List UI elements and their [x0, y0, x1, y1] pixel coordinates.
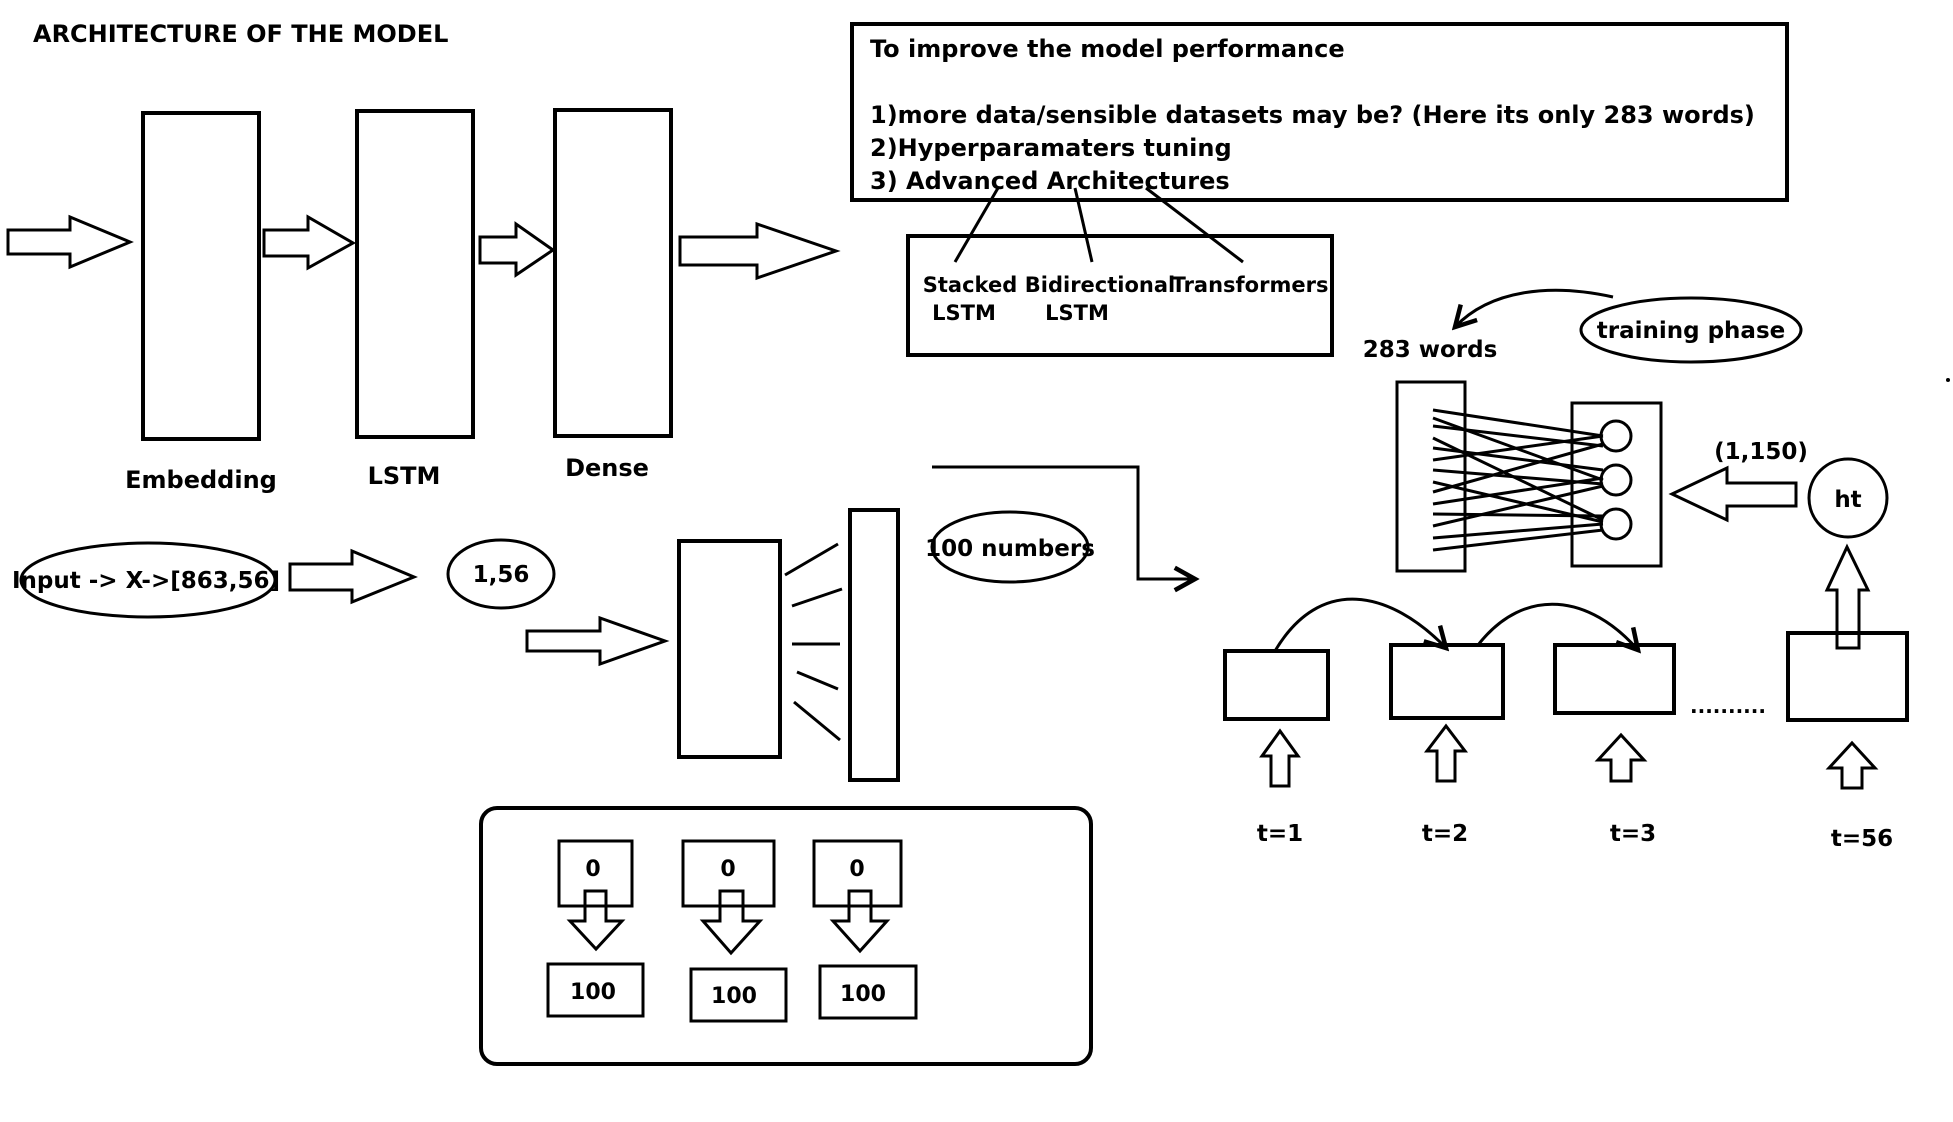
input-arrow-t56: [1825, 740, 1879, 790]
one-hot-output-1: 100: [570, 980, 616, 1005]
timestep-label-2: t=2: [1422, 821, 1468, 847]
architecture-options-box: Stacked LSTM Bidirectional LSTM Transfor…: [906, 186, 1334, 357]
improvement-item-3: 3) Advanced Architectures: [870, 167, 1230, 195]
one-hot-cell-2: 0 100: [681, 839, 788, 1023]
diagram-title: ARCHITECTURE OF THE MODEL: [33, 20, 448, 48]
input-label: Input -> X->[863,56]: [12, 568, 280, 594]
block-arrow-to-embedding: [525, 615, 670, 667]
one-hot-output-2: 100: [711, 984, 757, 1009]
block-arrow-lstm-dense: [478, 221, 556, 278]
block-arrow-input: [6, 214, 134, 270]
input-shape-ellipse: 1,56: [446, 538, 556, 610]
one-hot-cell-1: 0 100: [546, 839, 645, 1018]
improvement-item-1: 1)more data/sensible datasets may be? (H…: [870, 101, 1755, 129]
block-arrow-input-shape: [288, 548, 418, 605]
one-hot-output-3: 100: [840, 982, 886, 1007]
layer-label-lstm: LSTM: [368, 462, 441, 490]
block-arrow-hidden-to-output: [1668, 465, 1798, 523]
improvement-item-2: 2)Hyperparamaters tuning: [870, 134, 1232, 162]
improvement-box: To improve the model performance 1)more …: [850, 22, 1789, 202]
recurrent-arrow-t2-t3: [1476, 602, 1638, 650]
recurrent-arrow-t1-t2: [1273, 597, 1446, 652]
hidden-state-label: ht: [1834, 487, 1861, 513]
input-arrow-t2: [1423, 723, 1469, 783]
one-hot-input-3: 0: [849, 857, 864, 882]
training-phase-ellipse: training phase: [1579, 296, 1803, 364]
layer-embedding: Embedding: [125, 111, 277, 494]
block-arrow-embedding-lstm: [262, 214, 357, 271]
layer-label-dense: Dense: [565, 454, 649, 482]
arch-bidirectional-line2: LSTM: [1045, 301, 1109, 325]
one-hot-input-2: 0: [720, 857, 735, 882]
training-phase-label: training phase: [1597, 318, 1786, 344]
lstm-cell-t2: [1389, 643, 1505, 720]
connector-to-lstm: [932, 465, 1195, 579]
block-arrow-output: [678, 221, 841, 281]
one-hot-input-1: 0: [585, 857, 600, 882]
timestep-label-3: t=3: [1610, 821, 1656, 847]
input-ellipse: Input -> X->[863,56]: [12, 541, 280, 619]
timestep-ellipsis: ..........: [1690, 694, 1766, 718]
input-arrow-t3: [1594, 732, 1648, 783]
one-hot-panel: 0 100 0 100 0 100: [479, 806, 1093, 1066]
timestep-label-1: t=1: [1257, 821, 1303, 847]
layer-label-embedding: Embedding: [125, 466, 277, 494]
improvement-heading: To improve the model performance: [870, 35, 1345, 63]
timestep-label-56: t=56: [1831, 826, 1893, 852]
input-shape-label: 1,56: [473, 562, 530, 588]
hidden-shape-label: (1,150): [1714, 439, 1808, 465]
lstm-cell-t3: [1553, 643, 1676, 715]
arch-transformers: Transformers: [1172, 273, 1329, 297]
output-layer-illustration: [1395, 380, 1663, 573]
hidden-state-circle: ht: [1807, 457, 1889, 539]
one-hot-cell-3: 0 100: [812, 839, 918, 1020]
lstm-cell-t1: [1223, 649, 1330, 721]
embedding-illustration: [677, 508, 900, 782]
arch-stacked-line1: Stacked: [923, 273, 1017, 297]
layer-dense: Dense: [553, 108, 673, 482]
input-arrow-t1: [1259, 728, 1301, 788]
vocabulary-size-label: 283 words: [1363, 337, 1498, 363]
block-arrow-up-to-hidden: [1824, 543, 1871, 650]
layer-lstm: LSTM: [355, 109, 475, 490]
embedding-output-ellipse: 100 numbers: [925, 510, 1095, 584]
stray-dot: [1946, 378, 1950, 382]
arch-bidirectional-line1: Bidirectional: [1025, 273, 1175, 297]
lstm-cell-t56: [1786, 631, 1909, 722]
arch-stacked-line2: LSTM: [932, 301, 996, 325]
curved-arrow-to-words: [1455, 288, 1614, 327]
embedding-output-label: 100 numbers: [925, 536, 1095, 562]
